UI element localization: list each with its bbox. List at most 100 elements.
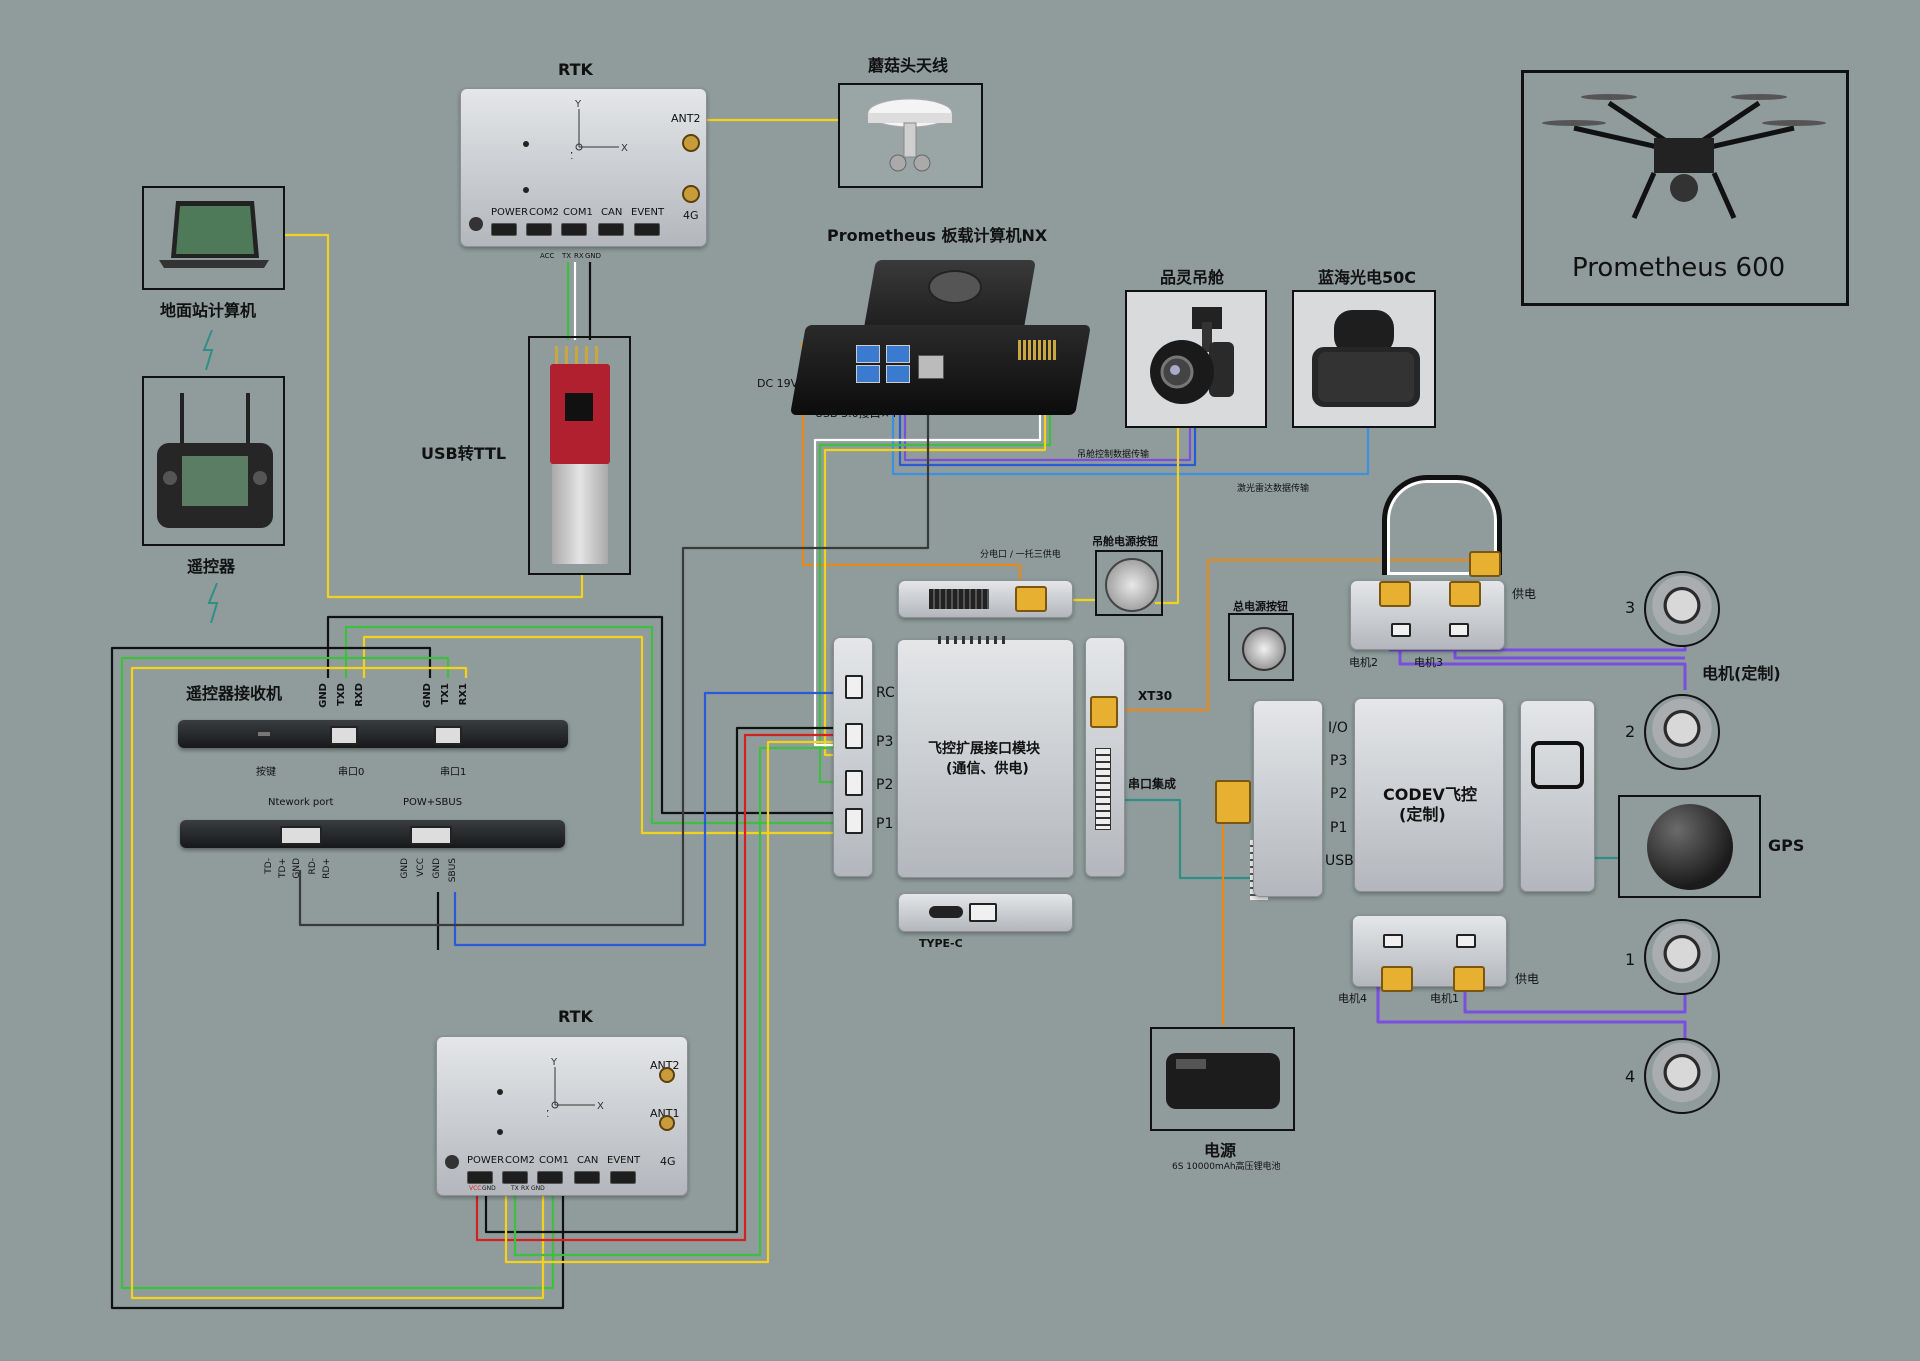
- rtk-bottom-title: RTK: [558, 1007, 593, 1026]
- wire-nx-gimbal-purple: [903, 375, 1192, 462]
- power-button-icon[interactable]: [1242, 627, 1286, 671]
- ext-port-connectors: [845, 675, 869, 835]
- nx-board: [790, 255, 1091, 425]
- motor-number: 2: [1625, 722, 1636, 741]
- codev-body: CODEV飞控 (定制): [1354, 698, 1504, 892]
- wire-nx-lidar: [891, 375, 1370, 476]
- battery-icon: [1164, 1049, 1282, 1113]
- xt30-label: XT30: [1138, 689, 1173, 703]
- rtk-top-ports: POWER COM2 COM1 CAN EVENT: [491, 207, 681, 241]
- pin-label: RD-: [308, 858, 318, 875]
- pin-label: VCC: [416, 858, 426, 877]
- motor-number: 4: [1625, 1067, 1636, 1086]
- esc-top-supply-label: 供电: [1512, 587, 1537, 601]
- usb-ttl-pins: [555, 346, 605, 364]
- ext-port-label: P1: [876, 816, 894, 832]
- pin-label: SBUS: [448, 858, 458, 883]
- typec-board: [898, 893, 1073, 932]
- esc-bottom-xt30-1: [1381, 966, 1413, 992]
- rtk-top-port-label: CAN: [601, 207, 623, 218]
- nx-ethernet-port: [918, 355, 944, 379]
- ext-xt30: [1090, 696, 1118, 728]
- gimbal-camera-icon: [1137, 302, 1257, 420]
- rtk-bottom-pin-labels: VCC GND TX RX GND: [469, 1185, 579, 1195]
- pin-label: TX1: [440, 683, 451, 705]
- gimbal-power-btn-label: 吊舱电源按钮: [1092, 535, 1158, 548]
- usb-ttl-chip: [565, 393, 593, 421]
- rtk-bottom-port-label: EVENT: [607, 1155, 641, 1166]
- rtk-bottom-power-knob: [445, 1155, 459, 1169]
- nx-fan: [928, 270, 982, 304]
- wire-recv-rx1-yellow: [130, 666, 545, 1300]
- pin-label: GND: [422, 683, 433, 708]
- typec-label: TYPE-C: [919, 937, 963, 950]
- ext-module-subtitle: (通信、供电): [946, 761, 1029, 777]
- gimbal-title: 品灵吊舱: [1160, 268, 1225, 287]
- rtk-bottom-port-label: COM1: [539, 1155, 569, 1166]
- esc-bottom-board: [1352, 915, 1507, 992]
- motor-number: 3: [1625, 598, 1636, 617]
- power-button-icon[interactable]: [1105, 558, 1159, 612]
- pin-label: RX: [521, 1185, 530, 1192]
- pin-label: RXD: [354, 683, 365, 707]
- battery-box: [1150, 1027, 1295, 1131]
- gps-box: [1618, 795, 1761, 898]
- esc-top-xt30-supply: [1469, 551, 1501, 577]
- motor-custom-label: 电机(定制): [1702, 664, 1781, 683]
- pin-label: VCC: [469, 1185, 482, 1192]
- rtk-bottom-can-port: [574, 1171, 600, 1184]
- remote-title: 遥控器: [187, 557, 236, 576]
- codev-left-connector: [1253, 700, 1323, 897]
- ext-module-header: [938, 636, 1008, 644]
- rtk-top-dot1: [523, 141, 529, 147]
- rtk-top-pin-labels: ACC TX RX GND: [540, 252, 620, 264]
- receiver-serial0-port: [330, 726, 358, 745]
- svg-text:X: X: [621, 143, 628, 154]
- ext-side-connector-left: [833, 637, 873, 877]
- main-power-btn-label: 总电源按钮: [1233, 600, 1288, 613]
- rtk-top-port-label: COM2: [529, 207, 559, 218]
- main-power-btn-box: [1228, 613, 1294, 681]
- split-port-label: 分电口 / 一托三供电: [980, 550, 1061, 560]
- wire-motor4: [1376, 985, 1687, 1040]
- pin-label: RD+: [322, 858, 332, 879]
- wire-network-gray: [298, 375, 930, 927]
- esc-top-xt30-1: [1379, 581, 1411, 607]
- rtk-top-ant2-label: ANT2: [671, 112, 701, 125]
- gps-sphere-icon: [1647, 804, 1733, 890]
- ext-port-label: RC: [876, 685, 895, 701]
- svg-text:Y: Y: [550, 1057, 558, 1068]
- codev-xt30: [1215, 780, 1251, 824]
- network-port-label: Ntework port: [268, 797, 334, 808]
- wire-rtk-p3-black: [484, 726, 845, 1234]
- ext-p1-port: [845, 808, 863, 834]
- wire-rtk-p3-green: [513, 746, 845, 1257]
- rtk-top-dot2: [523, 187, 529, 193]
- nx-header: [1018, 340, 1058, 360]
- rtk-bottom-ant1-connector: [659, 1115, 675, 1131]
- power-title: 电源: [1204, 1141, 1237, 1160]
- pin-label: TD-: [264, 858, 274, 874]
- key-label: 按键: [256, 767, 276, 778]
- wire-serial-hub-teal: [1110, 798, 1258, 880]
- motor-icon: [1644, 1038, 1720, 1114]
- typec-jst: [969, 903, 997, 922]
- codev-port-label: I/O: [1328, 720, 1348, 736]
- remote-controller-icon: [152, 388, 278, 538]
- battery-desc: 6S 10000mAh高压锂电池: [1172, 1162, 1281, 1172]
- wire-groundstation-usbttl: [285, 233, 584, 599]
- rtk-top-4g-connector: [682, 185, 700, 203]
- rtk-top-axis: YXZ: [566, 99, 628, 162]
- motor-icon: [1644, 919, 1720, 995]
- usb-ttl-title: USB转TTL: [421, 444, 507, 463]
- ext-p3-port: [845, 723, 863, 749]
- pin-label: TD+: [278, 858, 288, 878]
- ext-rc-port: [845, 675, 863, 699]
- gimbal-power-btn-box: [1095, 550, 1163, 616]
- svg-text:X: X: [597, 1101, 604, 1112]
- ext-port-label: P2: [876, 777, 894, 793]
- wire-recv-txd-green: [344, 625, 845, 825]
- laptop-icon: [154, 196, 274, 282]
- wire-motor1: [1463, 985, 1687, 1014]
- wire-recv-rxd-yellow: [362, 635, 845, 835]
